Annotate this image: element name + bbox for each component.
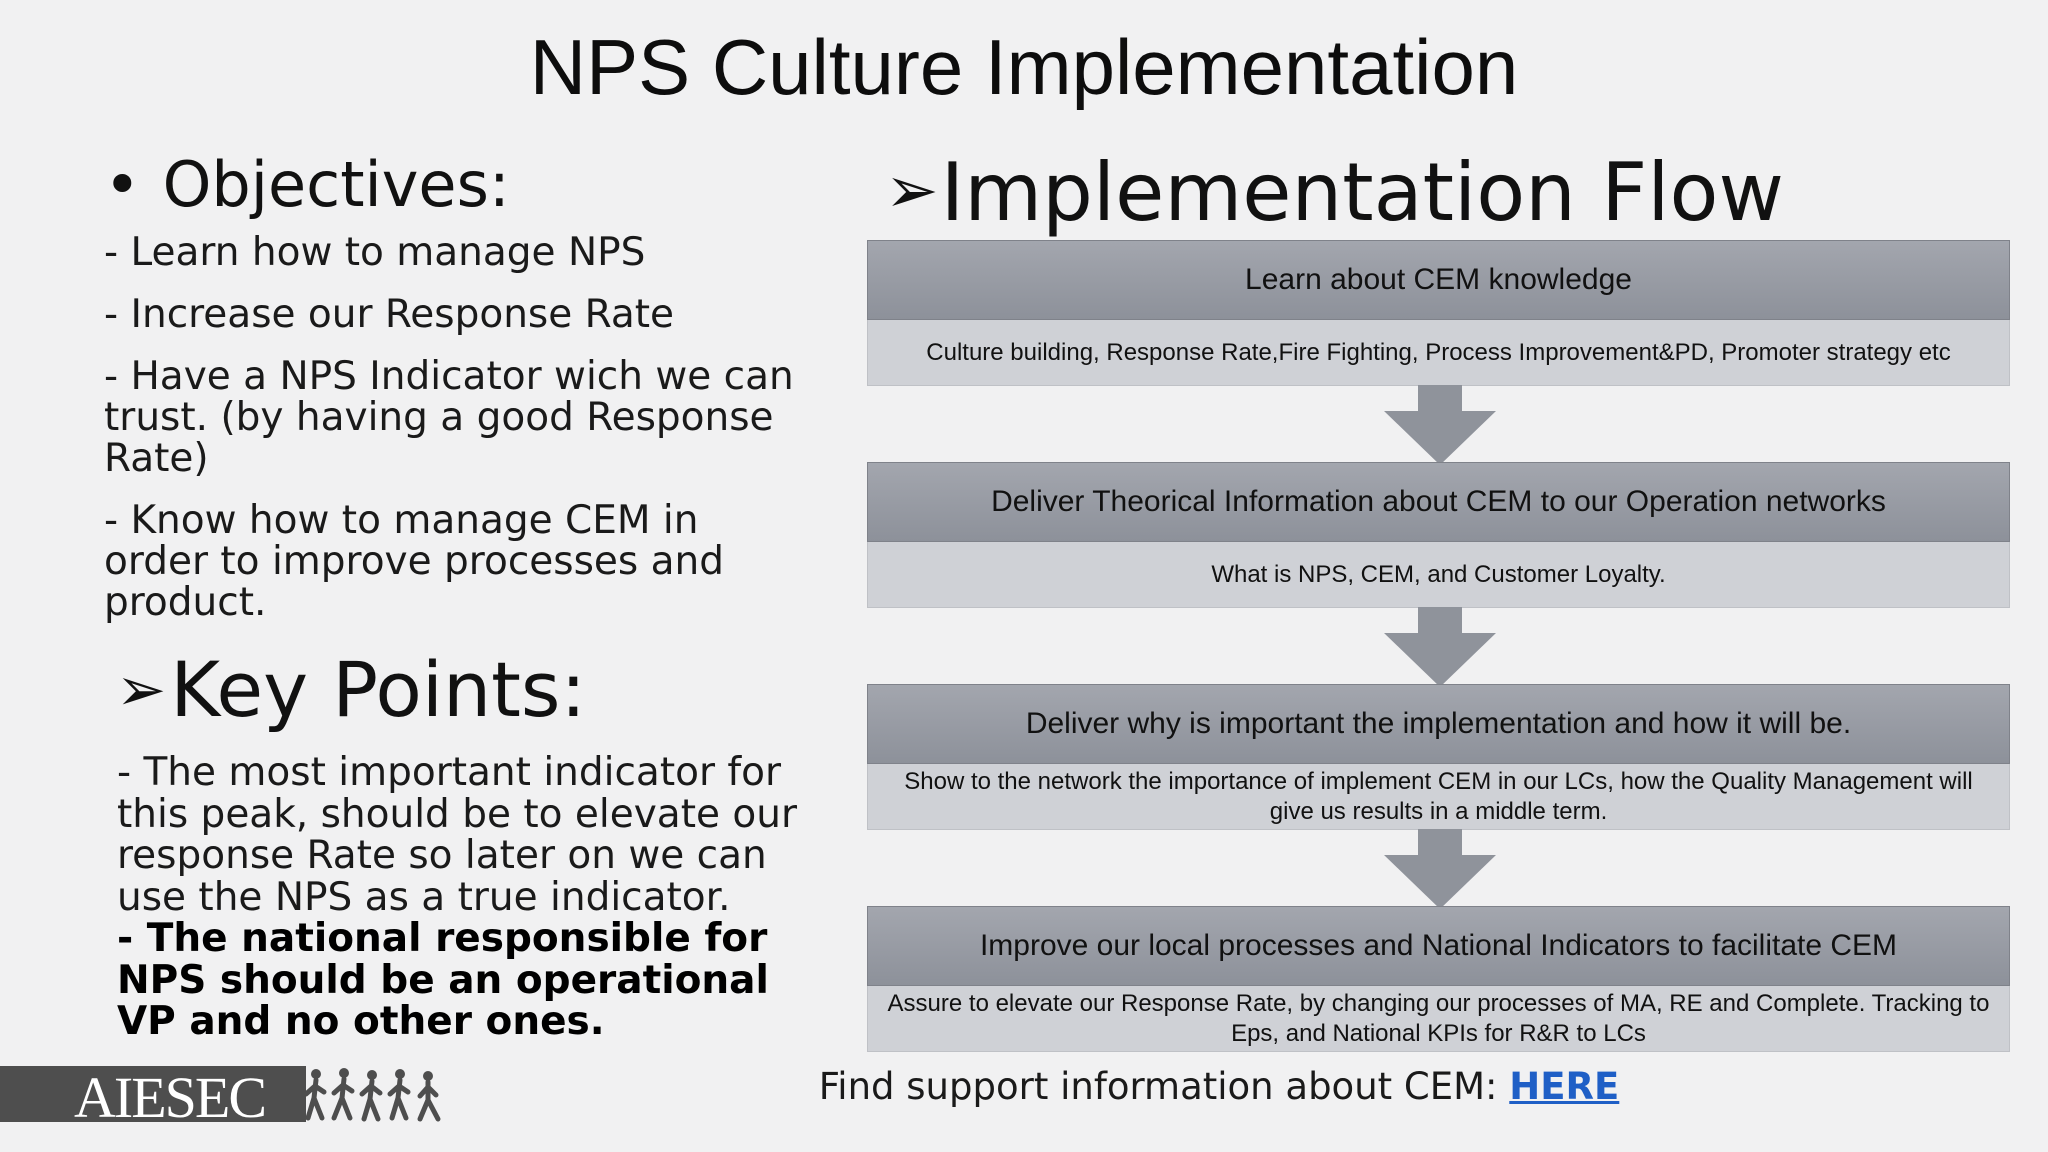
down-arrow-icon	[1384, 607, 1496, 687]
down-arrow-icon	[1384, 385, 1496, 465]
arrow-bullet-icon: ➢	[116, 655, 167, 725]
objective-item: - Know how to manage CEM in order to imp…	[104, 498, 724, 625]
support-info: Find support information about CEM: HERE	[0, 1065, 2048, 1108]
flow-step-body: Culture building, Response Rate,Fire Fig…	[867, 320, 2010, 386]
objective-item: - Learn how to manage NPS	[104, 230, 646, 275]
people-silhouettes-icon	[303, 1068, 441, 1122]
objectives-heading-text: Objectives:	[162, 148, 510, 221]
support-link[interactable]: HERE	[1509, 1065, 1620, 1108]
flow-step-body: What is NPS, CEM, and Customer Loyalty.	[867, 542, 2010, 608]
key-points-heading-text: Key Points:	[170, 645, 587, 734]
bullet-icon: •	[104, 148, 141, 221]
flow-step: Learn about CEM knowledge Culture buildi…	[867, 240, 2010, 386]
key-point-bold-text: - The national responsible for NPS shoul…	[117, 916, 769, 1044]
support-text: Find support information about CEM:	[818, 1065, 1510, 1108]
flow-step: Deliver Theorical Information about CEM …	[867, 462, 2010, 608]
flow-step: Improve our local processes and National…	[867, 906, 2010, 1052]
flow-step-body: Assure to elevate our Response Rate, by …	[867, 986, 2010, 1052]
down-arrow-icon	[1384, 829, 1496, 909]
flow-step-header: Learn about CEM knowledge	[867, 240, 2010, 320]
key-points-body: - The most important indicator for this …	[117, 752, 817, 1043]
arrow-bullet-icon: ➢	[885, 154, 939, 228]
key-points-heading: ➢Key Points:	[116, 645, 586, 734]
flow-step-header: Improve our local processes and National…	[867, 906, 2010, 986]
objective-item: - Increase our Response Rate	[104, 292, 675, 337]
logo-band	[0, 1066, 306, 1122]
slide-title: NPS Culture Implementation	[529, 23, 1519, 111]
flow-step-header: Deliver Theorical Information about CEM …	[867, 462, 2010, 542]
flow-step-header: Deliver why is important the implementat…	[867, 684, 2010, 764]
objectives-heading: • Objectives:	[104, 148, 510, 221]
objective-item: - Have a NPS Indicator wich we can trust…	[104, 354, 794, 481]
implementation-flow-heading-text: Implementation Flow	[940, 146, 1784, 239]
logo-text: AIESEC	[74, 1065, 267, 1130]
flow-step-body: Show to the network the importance of im…	[867, 764, 2010, 830]
flow-step: Deliver why is important the implementat…	[867, 684, 2010, 830]
aiesec-logo: AIESEC	[0, 1065, 460, 1130]
implementation-flow-heading: ➢Implementation Flow	[885, 146, 1784, 239]
key-point-text: - The most important indicator for this …	[117, 750, 797, 920]
objectives-list: - Learn how to manage NPS - Increase our…	[104, 232, 804, 644]
